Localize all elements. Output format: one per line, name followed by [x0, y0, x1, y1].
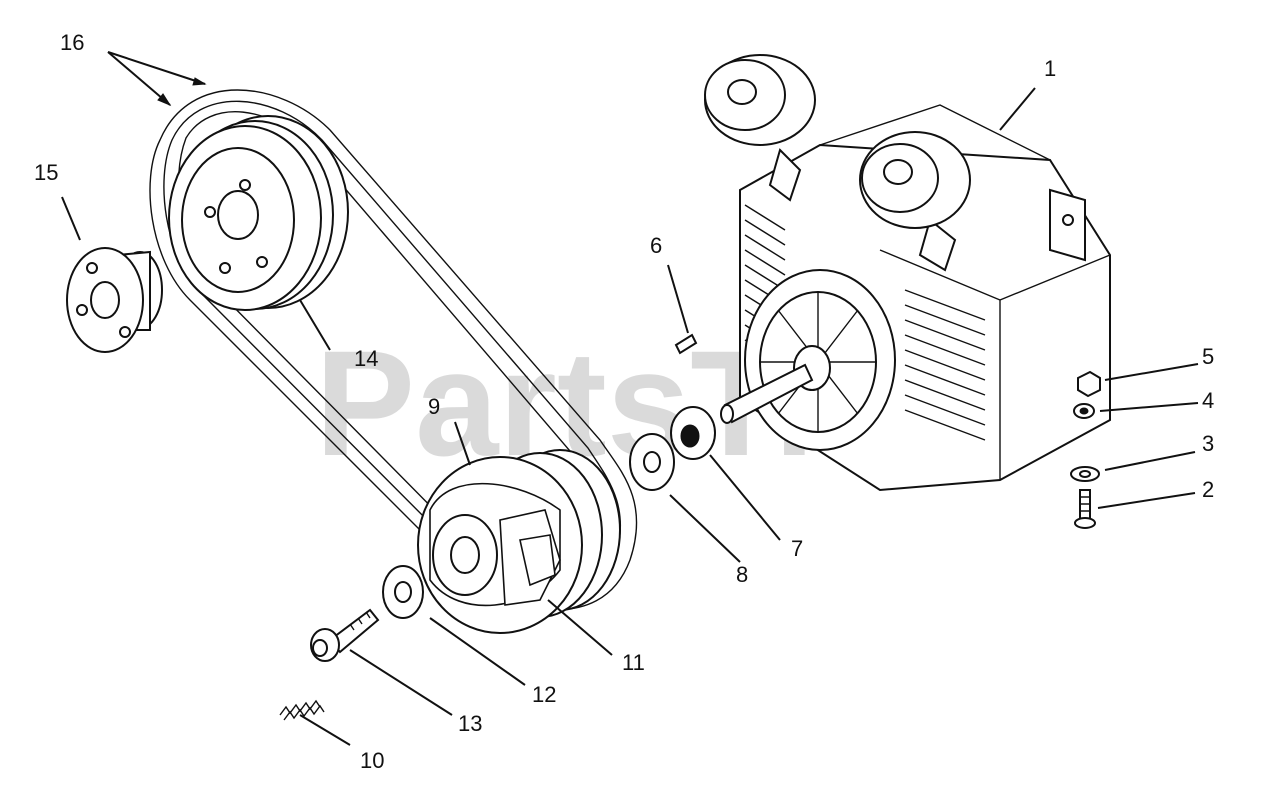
washer-part-12[interactable] [382, 565, 424, 619]
callout-7: 7 [791, 536, 803, 561]
key-part-6[interactable] [674, 333, 698, 355]
hub-part-15[interactable] [66, 247, 163, 353]
leader-lines [61, 51, 1199, 746]
bolt-part-2[interactable] [1074, 489, 1096, 529]
callout-16: 16 [60, 30, 84, 55]
callout-9: 9 [428, 394, 440, 419]
callout-1: 1 [1044, 56, 1056, 81]
washer-part-4[interactable] [1073, 403, 1095, 419]
callout-3: 3 [1202, 431, 1214, 456]
callout-14: 14 [354, 346, 378, 371]
spring-part-10[interactable] [279, 699, 325, 721]
callout-4: 4 [1202, 388, 1214, 413]
callout-2: 2 [1202, 477, 1214, 502]
air-intake-right [859, 131, 971, 272]
callout-10: 10 [360, 748, 384, 773]
clutch-shoe-part-11[interactable] [432, 509, 561, 606]
washer-part-8[interactable] [629, 433, 675, 491]
washer-part-7[interactable] [670, 406, 716, 460]
upper-pulley-part-14[interactable] [168, 115, 349, 311]
callout-6: 6 [650, 233, 662, 258]
callout-5: 5 [1202, 344, 1214, 369]
callout-8: 8 [736, 562, 748, 587]
bolt-part-13[interactable] [310, 608, 380, 662]
callout-15: 15 [34, 160, 58, 185]
washer-part-3[interactable] [1070, 466, 1100, 482]
air-intake-left [704, 54, 816, 202]
callout-12: 12 [532, 682, 556, 707]
nut-part-5[interactable] [1077, 370, 1101, 398]
callout-11: 11 [622, 650, 645, 675]
callout-13: 13 [458, 711, 482, 736]
engine-part-1[interactable] [704, 54, 1111, 492]
